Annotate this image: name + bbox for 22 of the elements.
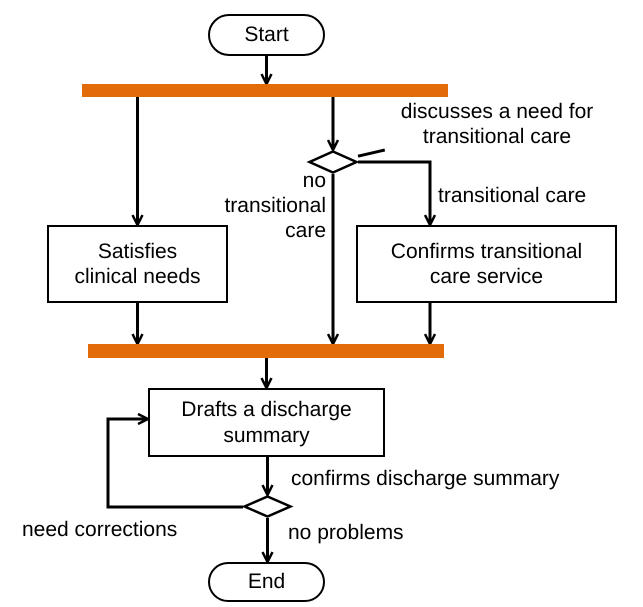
arrow	[131, 303, 144, 346]
arrow	[260, 56, 273, 86]
start-terminal: Start	[208, 14, 325, 56]
decision-diamond	[243, 495, 292, 518]
arrow	[106, 412, 243, 508]
guard-note: discusses a need for transitional care	[372, 98, 622, 150]
activity-box: Satisfies clinical needs	[47, 225, 228, 303]
activity-box: Drafts a discharge summary	[148, 388, 385, 457]
end-terminal: End	[208, 562, 325, 602]
decision-diamond	[308, 150, 358, 174]
arrow	[326, 174, 340, 346]
arrow	[424, 303, 436, 346]
arrow	[261, 518, 274, 564]
arrow	[261, 457, 274, 496]
leader-line	[358, 148, 386, 158]
arrow	[131, 97, 144, 226]
fork-bar	[82, 84, 448, 97]
arrow	[326, 97, 340, 152]
activity-box: Confirms transitional care service	[356, 225, 617, 303]
arrow	[260, 358, 273, 390]
arrow	[358, 160, 436, 226]
join-bar	[88, 344, 444, 358]
